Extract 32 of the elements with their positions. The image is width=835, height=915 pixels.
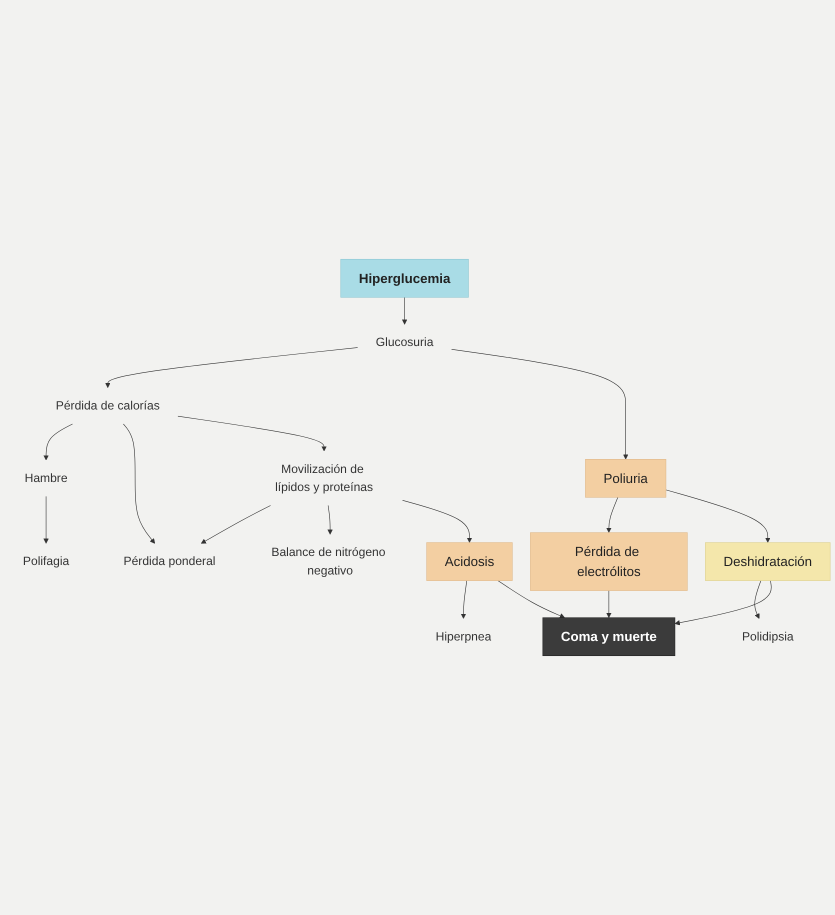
arrow (43, 424, 73, 460)
arrow (327, 505, 333, 535)
node-text: Hambre (24, 472, 68, 485)
arrow (460, 580, 468, 619)
node-text: Polifagia (22, 554, 70, 568)
arrow (123, 424, 156, 544)
arrow (451, 348, 628, 460)
node-text: Balance de nitrógeno negativo (271, 546, 386, 578)
node-box: Pérdida de electrólitos (530, 532, 688, 591)
arrow (606, 497, 618, 533)
node-box: Coma y muerte (542, 617, 676, 656)
node-text: Polidipsia (742, 630, 794, 644)
arrow (43, 496, 49, 544)
arrow (402, 500, 472, 543)
node-text: Glucosuria (376, 336, 434, 350)
node-text: Hiperpnea (436, 630, 492, 644)
arrow (606, 590, 612, 618)
node-box: Hiperglucemia (340, 258, 469, 298)
arrow (200, 505, 271, 544)
node-box: Acidosis (426, 542, 513, 581)
node-box: Poliuria (585, 459, 666, 498)
arrow (105, 347, 358, 388)
node-box: Deshidratación (705, 542, 830, 581)
arrow (498, 580, 565, 618)
arrow (402, 296, 408, 325)
arrow (666, 490, 770, 543)
node-text: Pérdida de calorías (56, 399, 160, 413)
node-text: Pérdida ponderal (124, 554, 216, 568)
arrow (754, 580, 762, 619)
arrow (178, 416, 327, 452)
node-text: Movilización de lípidos y proteínas (275, 462, 374, 494)
arrow (674, 580, 772, 626)
